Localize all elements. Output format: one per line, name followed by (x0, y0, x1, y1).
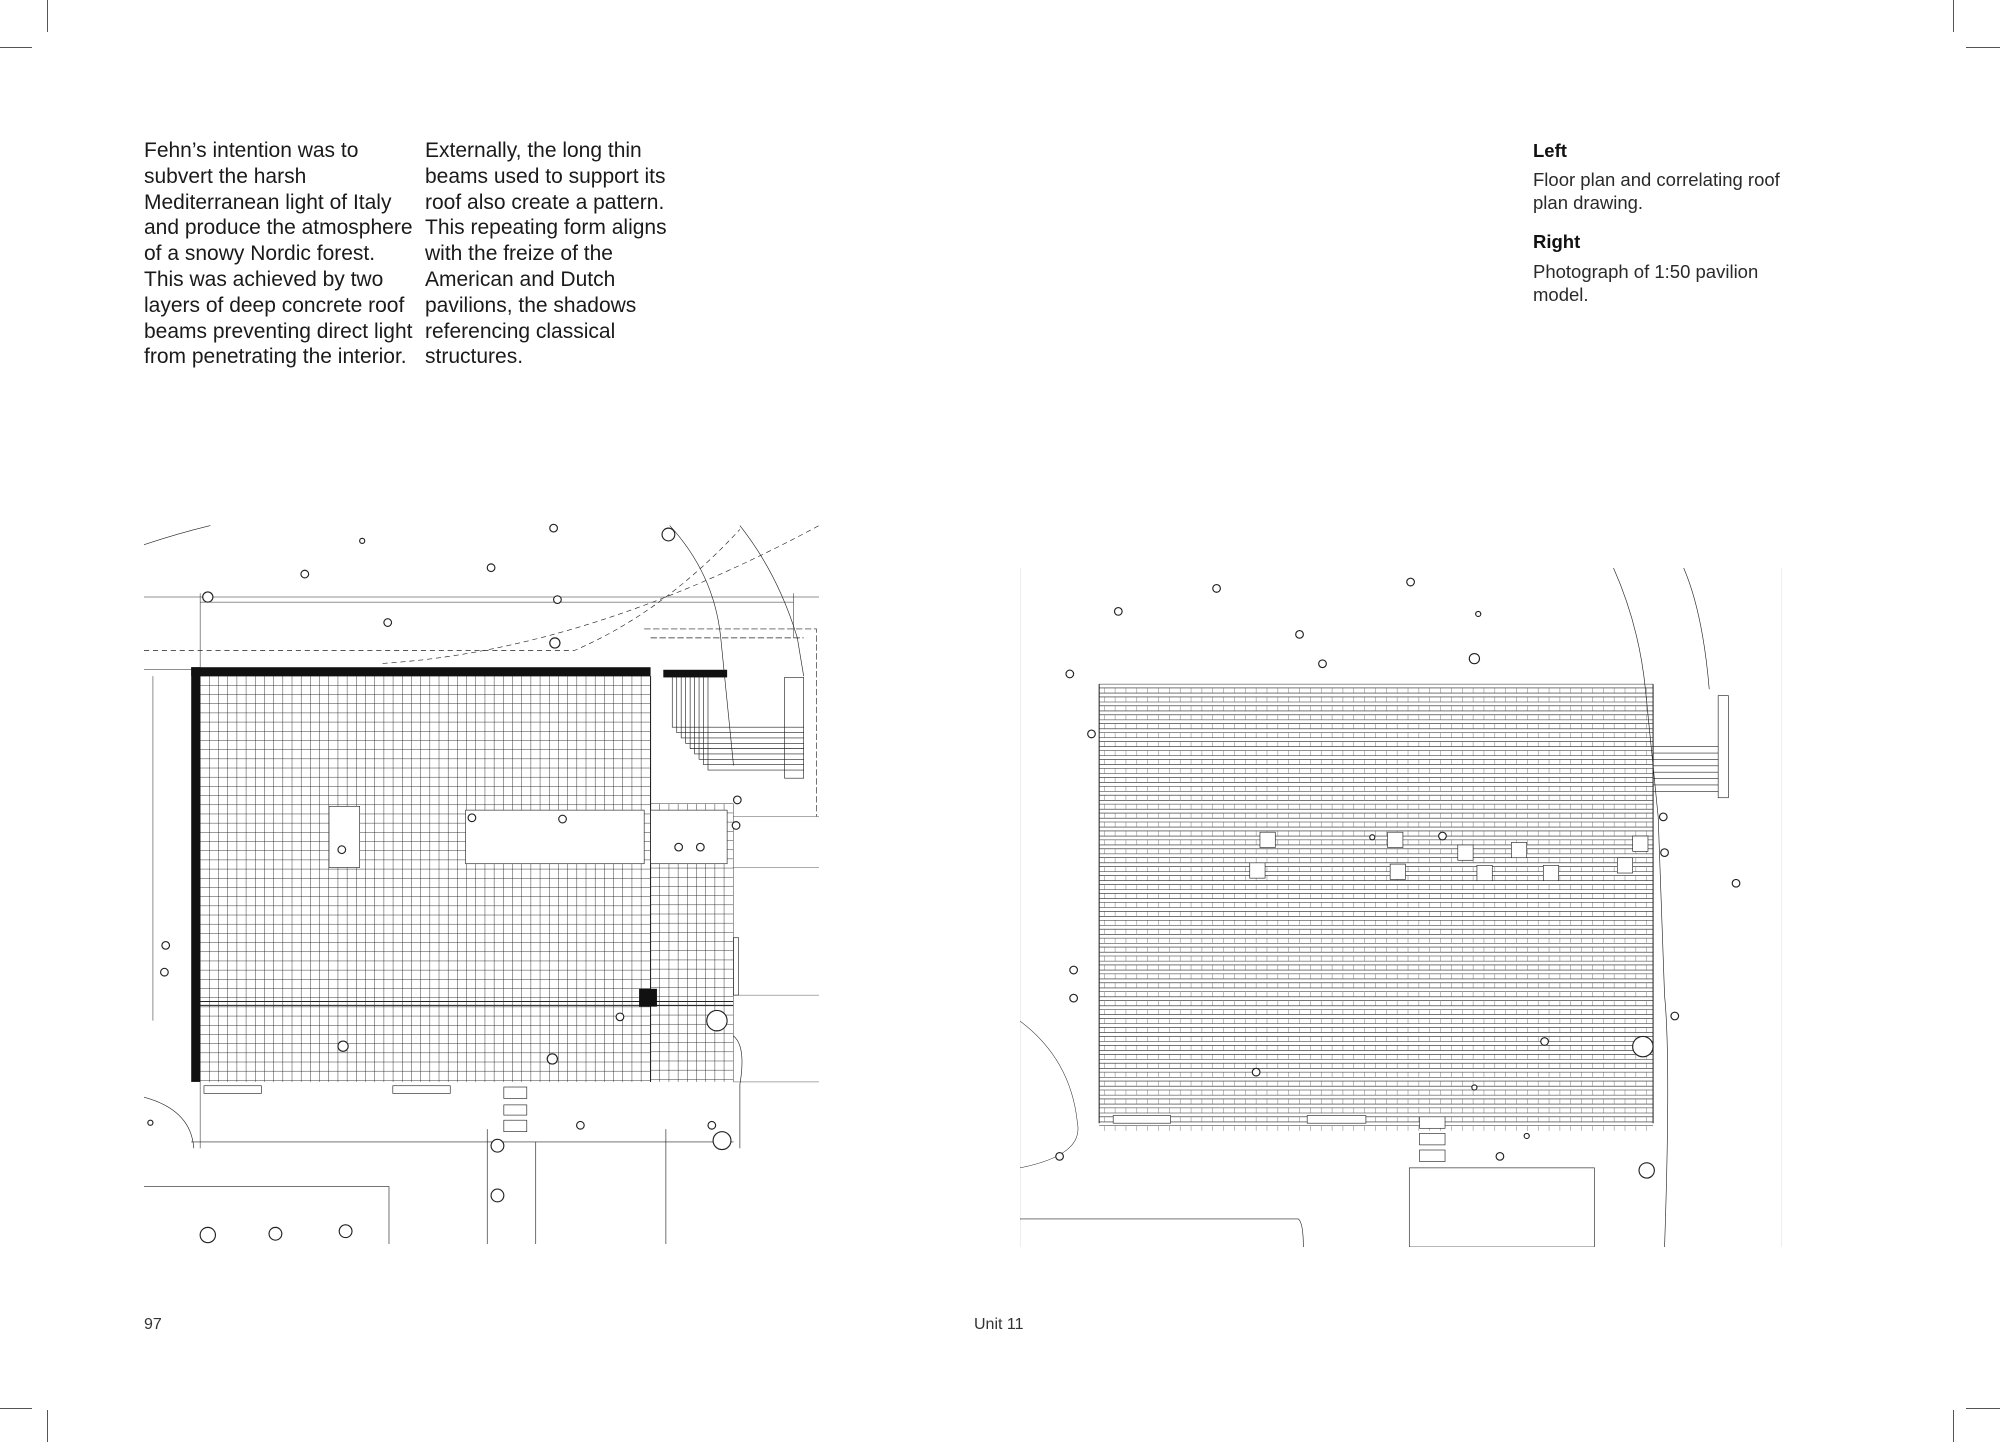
tree-icon (1406, 577, 1415, 587)
crop-mark (1966, 1408, 2000, 1409)
stepped-seating (671, 677, 805, 779)
tree-icon (575, 1120, 585, 1130)
tree-icon (1731, 878, 1741, 888)
tree-icon (467, 813, 477, 823)
site-lines (1020, 568, 1782, 1247)
tree-icon (674, 842, 684, 852)
tree-icon (160, 967, 169, 977)
tree-icon (695, 842, 705, 852)
body-paragraph: Fehn’s intention was to subvert the hars… (144, 139, 413, 369)
tree-icon (161, 940, 171, 950)
tree-markers (147, 523, 742, 1244)
section-label: Unit 11 (974, 1316, 1024, 1333)
body-text-column-2: Externally, the long thin beams used to … (425, 138, 675, 370)
tree-icon (1670, 1011, 1680, 1021)
tree-icon (1087, 729, 1096, 739)
tree-icon (546, 1053, 558, 1065)
roof-beams (1098, 683, 1654, 1131)
tree-icon (732, 795, 742, 805)
tree-icon (1495, 1151, 1505, 1161)
tree-icon (338, 1224, 353, 1239)
tree-icon (1638, 1162, 1655, 1179)
thick-wall (191, 667, 728, 1082)
page-number: 97 (144, 1316, 162, 1333)
tree-icon (1295, 629, 1304, 639)
tree-icon (147, 1119, 154, 1126)
crop-mark (47, 0, 48, 32)
tree-icon (1069, 993, 1079, 1003)
tree-icon (1660, 848, 1669, 858)
tree-icon (1069, 965, 1079, 975)
tree-icon (1468, 652, 1481, 665)
floor-grid (199, 675, 734, 1082)
site-lines (144, 525, 819, 1244)
rooflights (1112, 831, 1649, 1162)
tree-icon (490, 1138, 505, 1153)
tree-icon (1658, 812, 1668, 822)
tree-icon (1369, 834, 1376, 841)
tree-icon (1055, 1151, 1064, 1161)
tree-icon (202, 591, 214, 603)
tree-icon (1632, 1035, 1654, 1058)
tree-icon (337, 845, 347, 855)
tree-icon (553, 595, 562, 604)
stair-lines (671, 677, 804, 771)
tree-icon (383, 618, 393, 627)
crop-mark (0, 1408, 32, 1409)
tree-icon (1475, 610, 1482, 618)
tree-icon (1540, 1037, 1549, 1046)
tree-icon (359, 537, 366, 545)
tree-icon (615, 1012, 625, 1022)
caption-left-text: Floor plan and correlating roof plan dra… (1533, 169, 1780, 213)
crop-mark (1966, 47, 2000, 48)
beam-lines (1099, 683, 1654, 1127)
caption-right-heading: Right (1533, 231, 1581, 252)
tree-icon (300, 569, 310, 579)
tree-icon (337, 1040, 349, 1052)
roof-edge (1098, 684, 1654, 1124)
tree-icon (707, 1120, 717, 1130)
tree-icon (706, 1009, 728, 1032)
tree-markers (1055, 577, 1741, 1179)
body-paragraph: Externally, the long thin beams used to … (425, 139, 667, 369)
tree-icon (486, 563, 496, 573)
tree-icon (1212, 584, 1221, 593)
caption-left-heading: Left (1533, 140, 1567, 161)
floor-plan-drawing (144, 523, 819, 1244)
tree-icon (549, 523, 558, 533)
tree-icon (1471, 1084, 1478, 1091)
tree-icon (1251, 1067, 1261, 1077)
stair-side (784, 677, 805, 779)
tree-icon (549, 637, 561, 649)
crop-mark (1953, 0, 1954, 32)
tree-icon (490, 1188, 505, 1203)
tree-icon (199, 1226, 217, 1244)
roof-extension (1653, 695, 1729, 799)
crop-mark (47, 1410, 48, 1442)
grid-edge (200, 676, 734, 1082)
beam-ticks (1104, 687, 1647, 1131)
tree-icon (1523, 1132, 1530, 1140)
grid-lines (199, 675, 734, 1082)
tree-icon (731, 821, 741, 830)
tree-icon (1318, 659, 1327, 669)
tree-icon (1113, 606, 1123, 616)
tree-icon (712, 1131, 732, 1151)
roof-plan-drawing (1020, 568, 1782, 1247)
caption-right-text: Photograph of 1:50 pavilion model. (1533, 261, 1759, 305)
crop-mark (0, 47, 32, 48)
tree-icon (1438, 831, 1447, 841)
tree-icon (268, 1226, 283, 1241)
crop-mark (1953, 1410, 1954, 1442)
tree-icon (1065, 669, 1075, 679)
tree-icon (661, 527, 676, 542)
tree-icon (558, 814, 567, 824)
body-text-column-1: Fehn’s intention was to subvert the hars… (144, 138, 414, 370)
planter-panels (203, 805, 728, 1132)
